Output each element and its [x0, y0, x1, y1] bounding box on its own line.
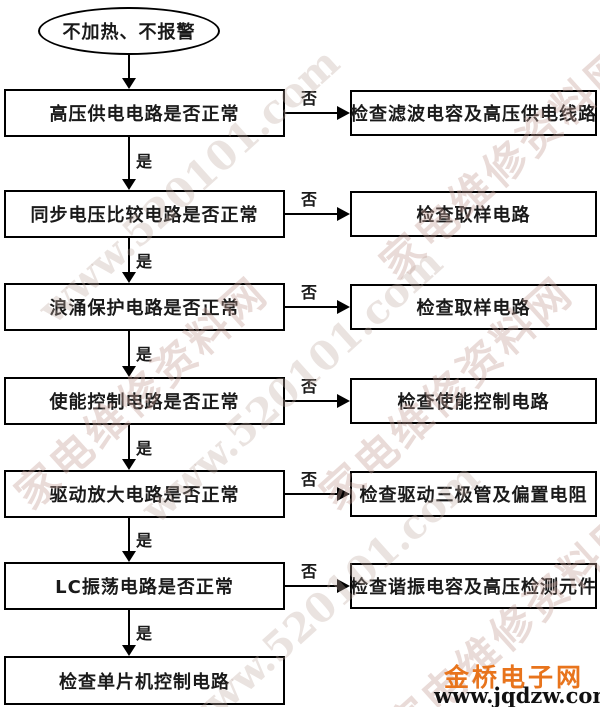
- start-label: 不加热、不报警: [62, 22, 196, 43]
- no-label-1: 否: [300, 89, 317, 108]
- yes-label-4: 是: [136, 439, 153, 458]
- arrow-right-line-5: [285, 493, 337, 495]
- decision-box-2: 同步电压比较电路是否正常: [4, 190, 285, 238]
- arrow-down-icon: [122, 551, 136, 562]
- arrow-right-line-4: [285, 400, 337, 402]
- decision-box-3: 浪涌保护电路是否正常: [4, 283, 285, 331]
- arrow-down-line: [128, 55, 130, 81]
- yes-label-2: 是: [136, 252, 153, 271]
- decision-label-3: 浪涌保护电路是否正常: [49, 298, 240, 319]
- decision-box-6: LC振荡电路是否正常: [4, 562, 285, 610]
- action-label-3: 检查取样电路: [416, 298, 531, 319]
- arrow-right-icon-4: [337, 394, 350, 408]
- arrow-right-icon-3: [337, 300, 350, 314]
- action-label-2: 检查取样电路: [416, 205, 531, 226]
- arrow-right-icon-2: [337, 207, 350, 221]
- decision-label-4: 使能控制电路是否正常: [49, 392, 240, 413]
- action-box-3: 检查取样电路: [350, 284, 597, 330]
- no-label-3: 否: [300, 283, 317, 302]
- no-label-6: 否: [300, 562, 317, 581]
- arrow-right-icon-5: [337, 487, 350, 501]
- arrow-down-icon: [122, 645, 136, 656]
- action-box-5: 检查驱动三极管及偏置电阻: [350, 471, 597, 517]
- arrow-down-icon: [122, 78, 136, 89]
- arrow-down-line: [128, 425, 130, 461]
- decision-label-6: LC振荡电路是否正常: [55, 577, 234, 598]
- arrow-right-line-2: [285, 213, 337, 215]
- final-label: 检查单片机控制电路: [59, 671, 230, 693]
- action-box-4: 检查使能控制电路: [350, 378, 597, 424]
- arrow-right-line-3: [285, 306, 337, 308]
- site-url: www.jqdzw.com: [434, 683, 600, 707]
- arrow-right-icon-6: [337, 579, 350, 593]
- action-label-5: 检查驱动三极管及偏置电阻: [359, 485, 588, 506]
- no-label-2: 否: [300, 190, 317, 209]
- no-label-4: 否: [300, 377, 317, 396]
- yes-label-5: 是: [136, 531, 153, 550]
- action-box-6: 检查谐振电容及高压检测元件: [350, 563, 597, 609]
- site-logo: 金桥电子网: [444, 663, 585, 692]
- arrow-down-icon: [122, 459, 136, 470]
- watermark-site-text: 家电维修资料网: [370, 37, 600, 289]
- action-label-1: 检查滤波电容及高压供电线路: [350, 104, 597, 125]
- decision-label-5: 驱动放大电路是否正常: [49, 485, 240, 506]
- yes-label-6: 是: [136, 624, 153, 643]
- decision-box-4: 使能控制电路是否正常: [4, 377, 285, 425]
- action-box-1: 检查滤波电容及高压供电线路: [350, 90, 597, 136]
- final-box: 检查单片机控制电路: [4, 656, 285, 705]
- decision-label-1: 高压供电电路是否正常: [49, 104, 240, 125]
- action-box-2: 检查取样电路: [350, 191, 597, 237]
- no-label-5: 否: [300, 470, 317, 489]
- arrow-down-line: [128, 518, 130, 553]
- yes-label-3: 是: [136, 345, 153, 364]
- arrow-down-icon: [122, 179, 136, 190]
- decision-label-2: 同步电压比较电路是否正常: [30, 205, 259, 226]
- arrow-down-line: [128, 238, 130, 274]
- arrow-down-icon: [122, 366, 136, 377]
- arrow-right-line-1: [285, 112, 337, 114]
- action-label-6: 检查谐振电容及高压检测元件: [350, 577, 597, 598]
- arrow-down-line: [128, 331, 130, 368]
- action-label-4: 检查使能控制电路: [397, 392, 550, 413]
- arrow-down-icon: [122, 272, 136, 283]
- arrow-down-line: [128, 137, 130, 182]
- start-ellipse: 不加热、不报警: [38, 7, 220, 55]
- arrow-right-icon-1: [337, 106, 350, 120]
- arrow-down-line: [128, 610, 130, 646]
- decision-box-5: 驱动放大电路是否正常: [4, 470, 285, 518]
- yes-label-1: 是: [136, 152, 153, 171]
- arrow-right-line-6: [285, 585, 337, 587]
- decision-box-1: 高压供电电路是否正常: [4, 89, 285, 137]
